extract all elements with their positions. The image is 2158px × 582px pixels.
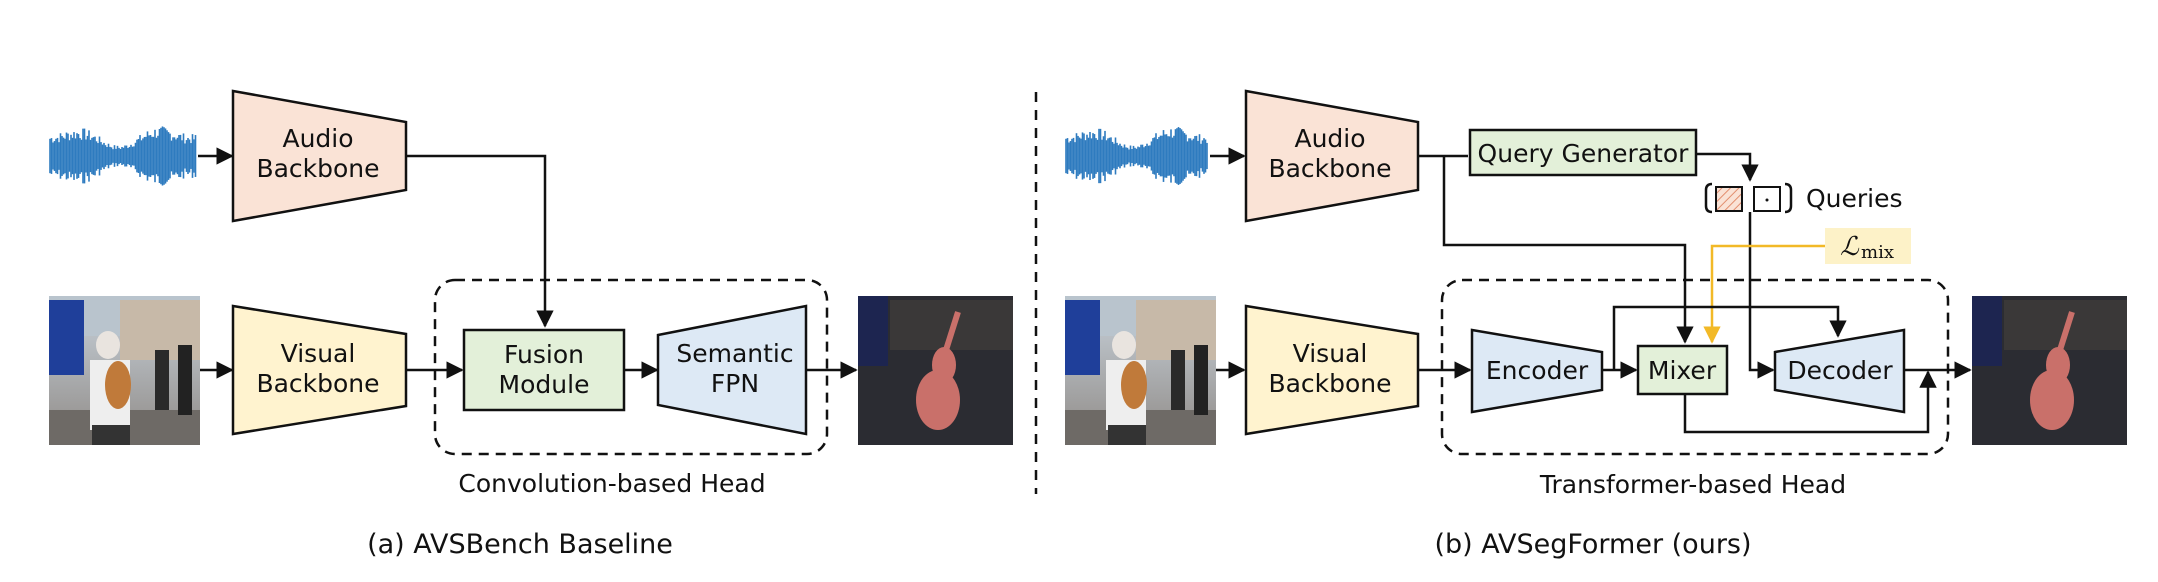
encoder-block bbox=[1470, 328, 1604, 414]
panel-b: Audio Backbone Query Generator Queries ℒ… bbox=[1065, 89, 2127, 560]
query-generator-block bbox=[1468, 128, 1698, 177]
arrow bbox=[1442, 156, 1694, 344]
loss-arrow bbox=[1703, 244, 1825, 344]
arrow bbox=[1683, 370, 1937, 434]
visual-backbone-block bbox=[1244, 304, 1420, 436]
convolution-head-box bbox=[433, 278, 829, 456]
queries-label: Queries bbox=[1806, 184, 1903, 213]
transformer-head-label: Transformer-based Head bbox=[1539, 470, 1846, 499]
audio-backbone-block bbox=[231, 89, 408, 223]
arrow bbox=[1696, 152, 1759, 182]
semantic-fpn-label-1: Semantic bbox=[676, 339, 793, 368]
audio-backbone-block bbox=[1244, 89, 1420, 223]
fusion-module-label-2: Module bbox=[499, 370, 590, 399]
visual-backbone-label-2: Backbone bbox=[1268, 369, 1391, 398]
audio-backbone-label-2: Backbone bbox=[1268, 154, 1391, 183]
mixer-block bbox=[1636, 344, 1729, 396]
audio-backbone-label-1: Audio bbox=[282, 124, 353, 153]
input-photo-musician-icon bbox=[49, 296, 200, 445]
encoder-label: Encoder bbox=[1486, 356, 1589, 385]
mixer-label: Mixer bbox=[1648, 356, 1717, 385]
output-mask-photo-icon bbox=[858, 296, 1013, 445]
transformer-head-box bbox=[1440, 278, 1950, 456]
audio-backbone-label-2: Backbone bbox=[256, 154, 379, 183]
semantic-fpn-block bbox=[656, 304, 808, 436]
fusion-module-block bbox=[462, 328, 626, 412]
mix-loss-symbol: ℒ bbox=[1840, 232, 1860, 262]
input-photo-musician-icon bbox=[1065, 296, 1216, 445]
queries-icon bbox=[1704, 182, 1793, 214]
visual-backbone-block bbox=[231, 304, 408, 436]
mix-loss-box bbox=[1825, 228, 1911, 264]
visual-backbone-label-2: Backbone bbox=[256, 369, 379, 398]
output-mask-photo-icon bbox=[1972, 296, 2127, 445]
arrow bbox=[1748, 212, 1775, 379]
query-generator-label: Query Generator bbox=[1478, 139, 1690, 168]
mix-loss-subscript: mix bbox=[1861, 242, 1894, 263]
arrow bbox=[406, 154, 554, 328]
panel-a: Audio Backbone Visual Backbone Fusio bbox=[49, 89, 1013, 560]
semantic-fpn-label-2: FPN bbox=[711, 369, 759, 398]
convolution-head-label: Convolution-based Head bbox=[458, 469, 765, 498]
audio-backbone-label-1: Audio bbox=[1294, 124, 1365, 153]
caption-a: (a) AVSBench Baseline bbox=[367, 529, 673, 560]
audio-waveform-icon bbox=[1065, 127, 1208, 185]
visual-backbone-label-1: Visual bbox=[281, 339, 356, 368]
arrow bbox=[1612, 305, 1847, 370]
visual-backbone-label-1: Visual bbox=[1293, 339, 1368, 368]
fusion-module-label-1: Fusion bbox=[504, 340, 584, 369]
audio-waveform-icon bbox=[49, 126, 197, 186]
decoder-label: Decoder bbox=[1787, 356, 1893, 385]
caption-b: (b) AVSegFormer (ours) bbox=[1434, 529, 1751, 560]
decoder-block bbox=[1773, 328, 1906, 414]
